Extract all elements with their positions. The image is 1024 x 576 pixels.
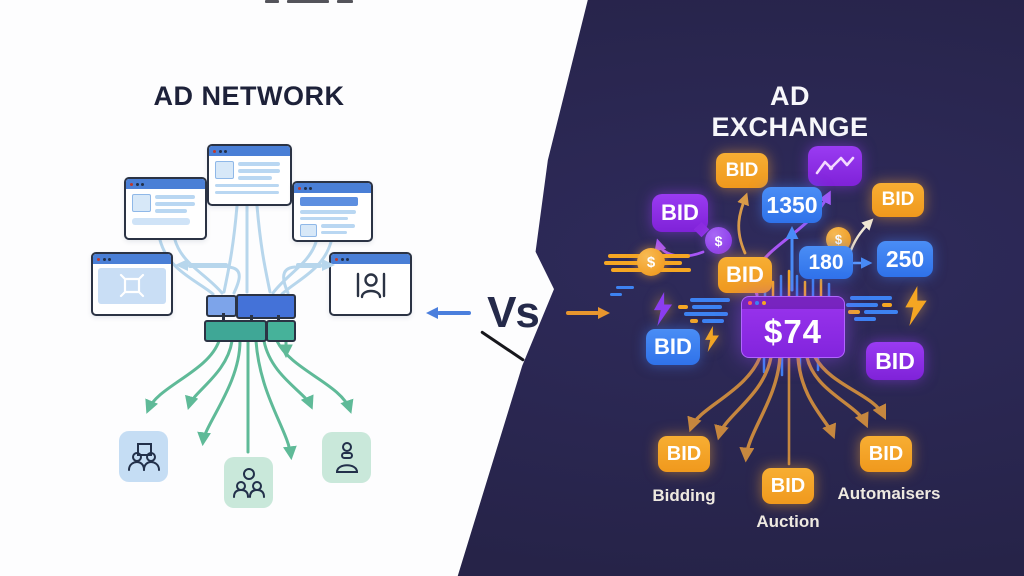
speed-line xyxy=(690,319,698,323)
speed-line xyxy=(882,303,892,307)
publisher-window-right xyxy=(292,181,373,242)
ad-server-box xyxy=(204,320,267,342)
window-dot-icon xyxy=(218,149,222,153)
bid-badge: BID xyxy=(652,194,708,232)
window-dot-icon xyxy=(224,149,227,153)
lightning-icon xyxy=(905,286,927,326)
arrow-to-left-window xyxy=(188,263,228,268)
winning-bid-window: $74 xyxy=(741,296,845,358)
audience-card-person xyxy=(322,432,371,483)
ad-server-box xyxy=(266,320,296,342)
bid-badge: BID xyxy=(658,436,710,472)
chart-badge xyxy=(808,146,862,186)
bid-badge: BID xyxy=(860,436,912,472)
lightning-icon xyxy=(705,326,719,352)
ad-slot-placeholder xyxy=(98,268,166,304)
vs-label: Vs xyxy=(487,288,540,337)
cropped-text-artifact xyxy=(265,0,360,4)
text-lines xyxy=(215,183,284,194)
arrow-to-right-window xyxy=(296,263,322,268)
text-lines xyxy=(238,161,284,180)
publisher-window-top xyxy=(207,144,292,206)
image-placeholder xyxy=(215,161,234,179)
window-dot-icon xyxy=(762,301,766,305)
speed-line xyxy=(846,303,878,307)
vs-arrow-right-icon xyxy=(598,307,610,319)
bid-value-badge: 1350 xyxy=(762,187,822,223)
arrow-right-icon xyxy=(322,259,335,271)
bid-badge: BID xyxy=(718,257,772,293)
speed-line xyxy=(702,319,724,323)
bid-badge: BID xyxy=(716,153,768,188)
person-icon xyxy=(335,441,358,473)
publisher-window-left xyxy=(124,177,207,240)
speed-line xyxy=(684,312,728,316)
ad-server-box xyxy=(236,294,296,319)
speed-line xyxy=(848,310,860,314)
speed-line xyxy=(616,286,634,289)
winning-price: $74 xyxy=(763,313,823,350)
window-content xyxy=(331,264,410,306)
group-people-icon xyxy=(232,467,265,498)
window-content xyxy=(300,224,365,237)
audience-card-group xyxy=(224,457,273,508)
profile-icon xyxy=(356,272,385,299)
window-titlebar xyxy=(209,146,290,156)
line-chart-icon xyxy=(815,156,855,175)
bid-badge: BID xyxy=(866,342,924,380)
window-dot-icon xyxy=(748,301,752,305)
window-dot-icon xyxy=(755,301,759,305)
speed-line xyxy=(678,305,688,309)
audience-card-blue xyxy=(119,431,168,482)
window-titlebar xyxy=(742,297,844,309)
search-bar-placeholder xyxy=(132,217,190,225)
vs-arrow-right-shaft xyxy=(566,311,599,315)
speed-line xyxy=(850,296,892,300)
publisher-window-frame xyxy=(91,252,173,316)
bid-badge: BID xyxy=(872,183,924,217)
bid-badge: BID xyxy=(646,329,700,365)
image-placeholder xyxy=(132,194,151,212)
speed-line xyxy=(610,293,622,296)
lightning-icon xyxy=(653,292,673,326)
window-content xyxy=(215,161,284,180)
dollar-coin-icon: $ xyxy=(637,248,665,276)
window-content xyxy=(132,194,199,213)
bid-value-badge: 250 xyxy=(877,241,933,277)
bidding-label: Bidding xyxy=(652,486,716,505)
banner-placeholder xyxy=(300,197,358,206)
publisher-window-profile xyxy=(329,252,412,316)
bid-value-badge: 180 xyxy=(799,246,853,279)
text-lines xyxy=(155,194,199,213)
ad-network-title: AD NETWORK xyxy=(153,81,345,111)
dollar-coin-icon: $ xyxy=(705,227,732,254)
advertisers-label: Automaisers xyxy=(837,484,941,503)
vs-arrow-left-shaft xyxy=(437,311,471,315)
meeting-people-icon xyxy=(127,442,160,471)
frame-icon xyxy=(119,273,145,298)
text-lines xyxy=(321,224,365,237)
ad-exchange-title: AD EXCHANGE xyxy=(711,81,869,142)
text-lines xyxy=(300,210,365,220)
speed-line xyxy=(854,317,876,321)
window-dot-icon xyxy=(213,149,216,153)
speed-line xyxy=(690,298,730,302)
bid-badge: BID xyxy=(762,468,814,504)
speed-line xyxy=(864,310,898,314)
arrow-left-icon xyxy=(175,259,188,271)
image-placeholder xyxy=(300,224,317,237)
vs-arrow-left-icon xyxy=(426,307,438,319)
speed-line xyxy=(692,305,722,309)
auction-label: Auction xyxy=(756,512,820,531)
